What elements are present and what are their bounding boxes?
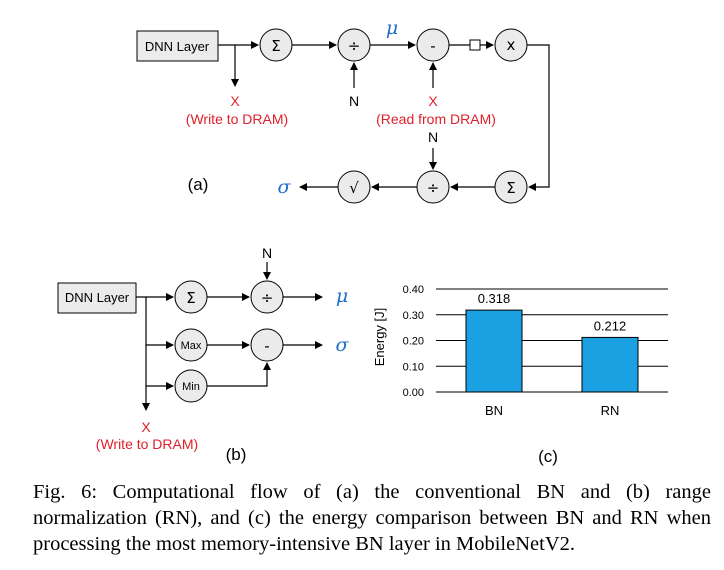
x-write-label-a: X: [230, 93, 240, 109]
category-label: RN: [601, 403, 620, 418]
category-label: BN: [485, 403, 503, 418]
max-label-b: Max: [181, 340, 202, 352]
chart-bars: [465, 309, 639, 393]
bar-value-label: 0.318: [478, 291, 511, 306]
sigma-label-b: σ: [336, 334, 350, 356]
y-tick-label: 0.40: [403, 284, 424, 296]
bar-bn: [465, 309, 523, 393]
subtract-symbol-a: -: [430, 37, 435, 55]
sigma-label-a: σ: [278, 176, 292, 198]
sum-symbol-a2: Σ: [506, 179, 515, 197]
divide-symbol-a2: ÷: [427, 179, 440, 197]
divide-symbol-b: ÷: [261, 289, 274, 307]
panel-label-c: (c): [538, 447, 558, 466]
chart-y-ticks: 0.00 0.10 0.20 0.30 0.40: [403, 284, 424, 399]
mu-label-b: μ: [336, 285, 348, 307]
figure-caption: Fig. 6: Computational flow of (a) the co…: [33, 481, 711, 555]
chart-categories: BN RN: [485, 403, 619, 418]
read-dram-label-a: (Read from DRAM): [376, 111, 496, 127]
chart-y-axis-label: Energy [J]: [372, 308, 387, 367]
divide-symbol-a: ÷: [348, 37, 361, 55]
multiply-symbol-a: x: [507, 36, 516, 54]
dnn-layer-box-a: [136, 30, 219, 62]
dnn-layer-label-a: DNN Layer: [145, 39, 210, 54]
y-tick-label: 0.20: [403, 336, 424, 348]
x-read-label-a: X: [428, 93, 438, 109]
y-tick-label: 0.00: [403, 387, 424, 399]
write-dram-label-a: (Write to DRAM): [186, 111, 288, 127]
panel-label-a: (a): [188, 175, 209, 194]
chart-bar-labels: 0.318 0.212: [478, 291, 627, 333]
dnn-layer-box-b: [57, 282, 137, 314]
y-tick-label: 0.30: [403, 310, 424, 322]
n-label-a-top: N: [349, 93, 359, 109]
min-label-b: Min: [182, 381, 200, 393]
bar-rn: [581, 336, 639, 393]
diagram-a: DNN Layer Σ ÷ - x Σ ÷ √ μ: [136, 17, 550, 204]
buffer-square-a: [469, 39, 481, 51]
sum-symbol-b: Σ: [186, 289, 195, 307]
n-label-a-bottom: N: [428, 129, 438, 145]
sum-symbol-a: Σ: [271, 37, 280, 55]
sqrt-symbol-a: √: [349, 179, 359, 197]
diagram-b: DNN Layer Σ ÷ Max - Min N μ σ X (Write t…: [57, 245, 350, 464]
mu-label-a: μ: [386, 17, 398, 39]
energy-chart: 0.00 0.10 0.20 0.30 0.40 0.318 0.212 BN RN Ene…: [372, 284, 668, 466]
n-label-b: N: [262, 245, 272, 261]
y-tick-label: 0.10: [403, 361, 424, 373]
bar-value-label: 0.212: [594, 318, 627, 333]
write-dram-label-b: (Write to DRAM): [96, 436, 198, 452]
figure-6: DNN Layer Σ ÷ - x Σ ÷ √ μ: [57, 17, 668, 466]
panel-label-b: (b): [226, 445, 247, 464]
dnn-layer-label-b: DNN Layer: [65, 290, 130, 305]
subtract-symbol-b: -: [264, 337, 269, 355]
x-write-label-b: X: [141, 419, 151, 435]
